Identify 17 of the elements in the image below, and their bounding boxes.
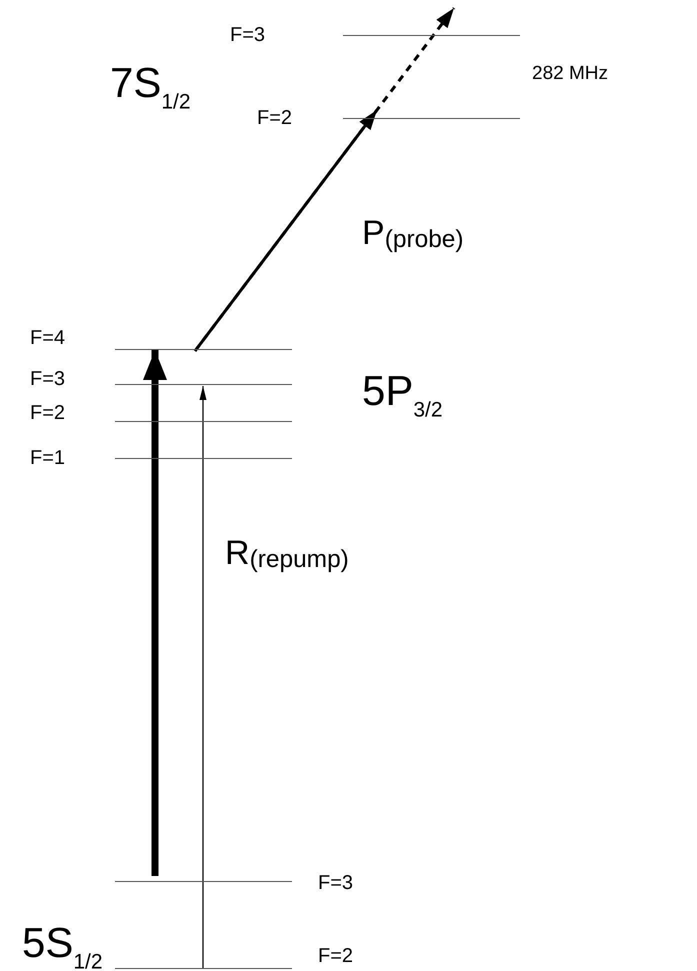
state-label: 5P$_{3/2}$: [362, 370, 443, 421]
frequency-label: 282 MHz: [532, 64, 608, 83]
level-label: F=2: [257, 107, 292, 129]
level-label: F=3: [30, 368, 66, 390]
transition-arrow: [143, 350, 167, 876]
level-label: F=4: [30, 327, 66, 349]
transition-arrow: [194, 7, 456, 352]
level-label: F=2: [30, 402, 66, 424]
level-label: F=1: [30, 447, 66, 469]
level-label: F=3: [230, 24, 266, 46]
level-label: F=3: [318, 872, 354, 894]
transition-arrow: [200, 386, 206, 968]
beam-label: R$_{(repump)}$: [225, 536, 349, 572]
beam-label: P$_{(probe)}$: [362, 216, 464, 252]
level-label: F=2: [318, 945, 354, 967]
state-label: 7S$_{1/2}$: [110, 62, 191, 113]
state-label: 5S$_{1/2}$: [22, 922, 103, 971]
